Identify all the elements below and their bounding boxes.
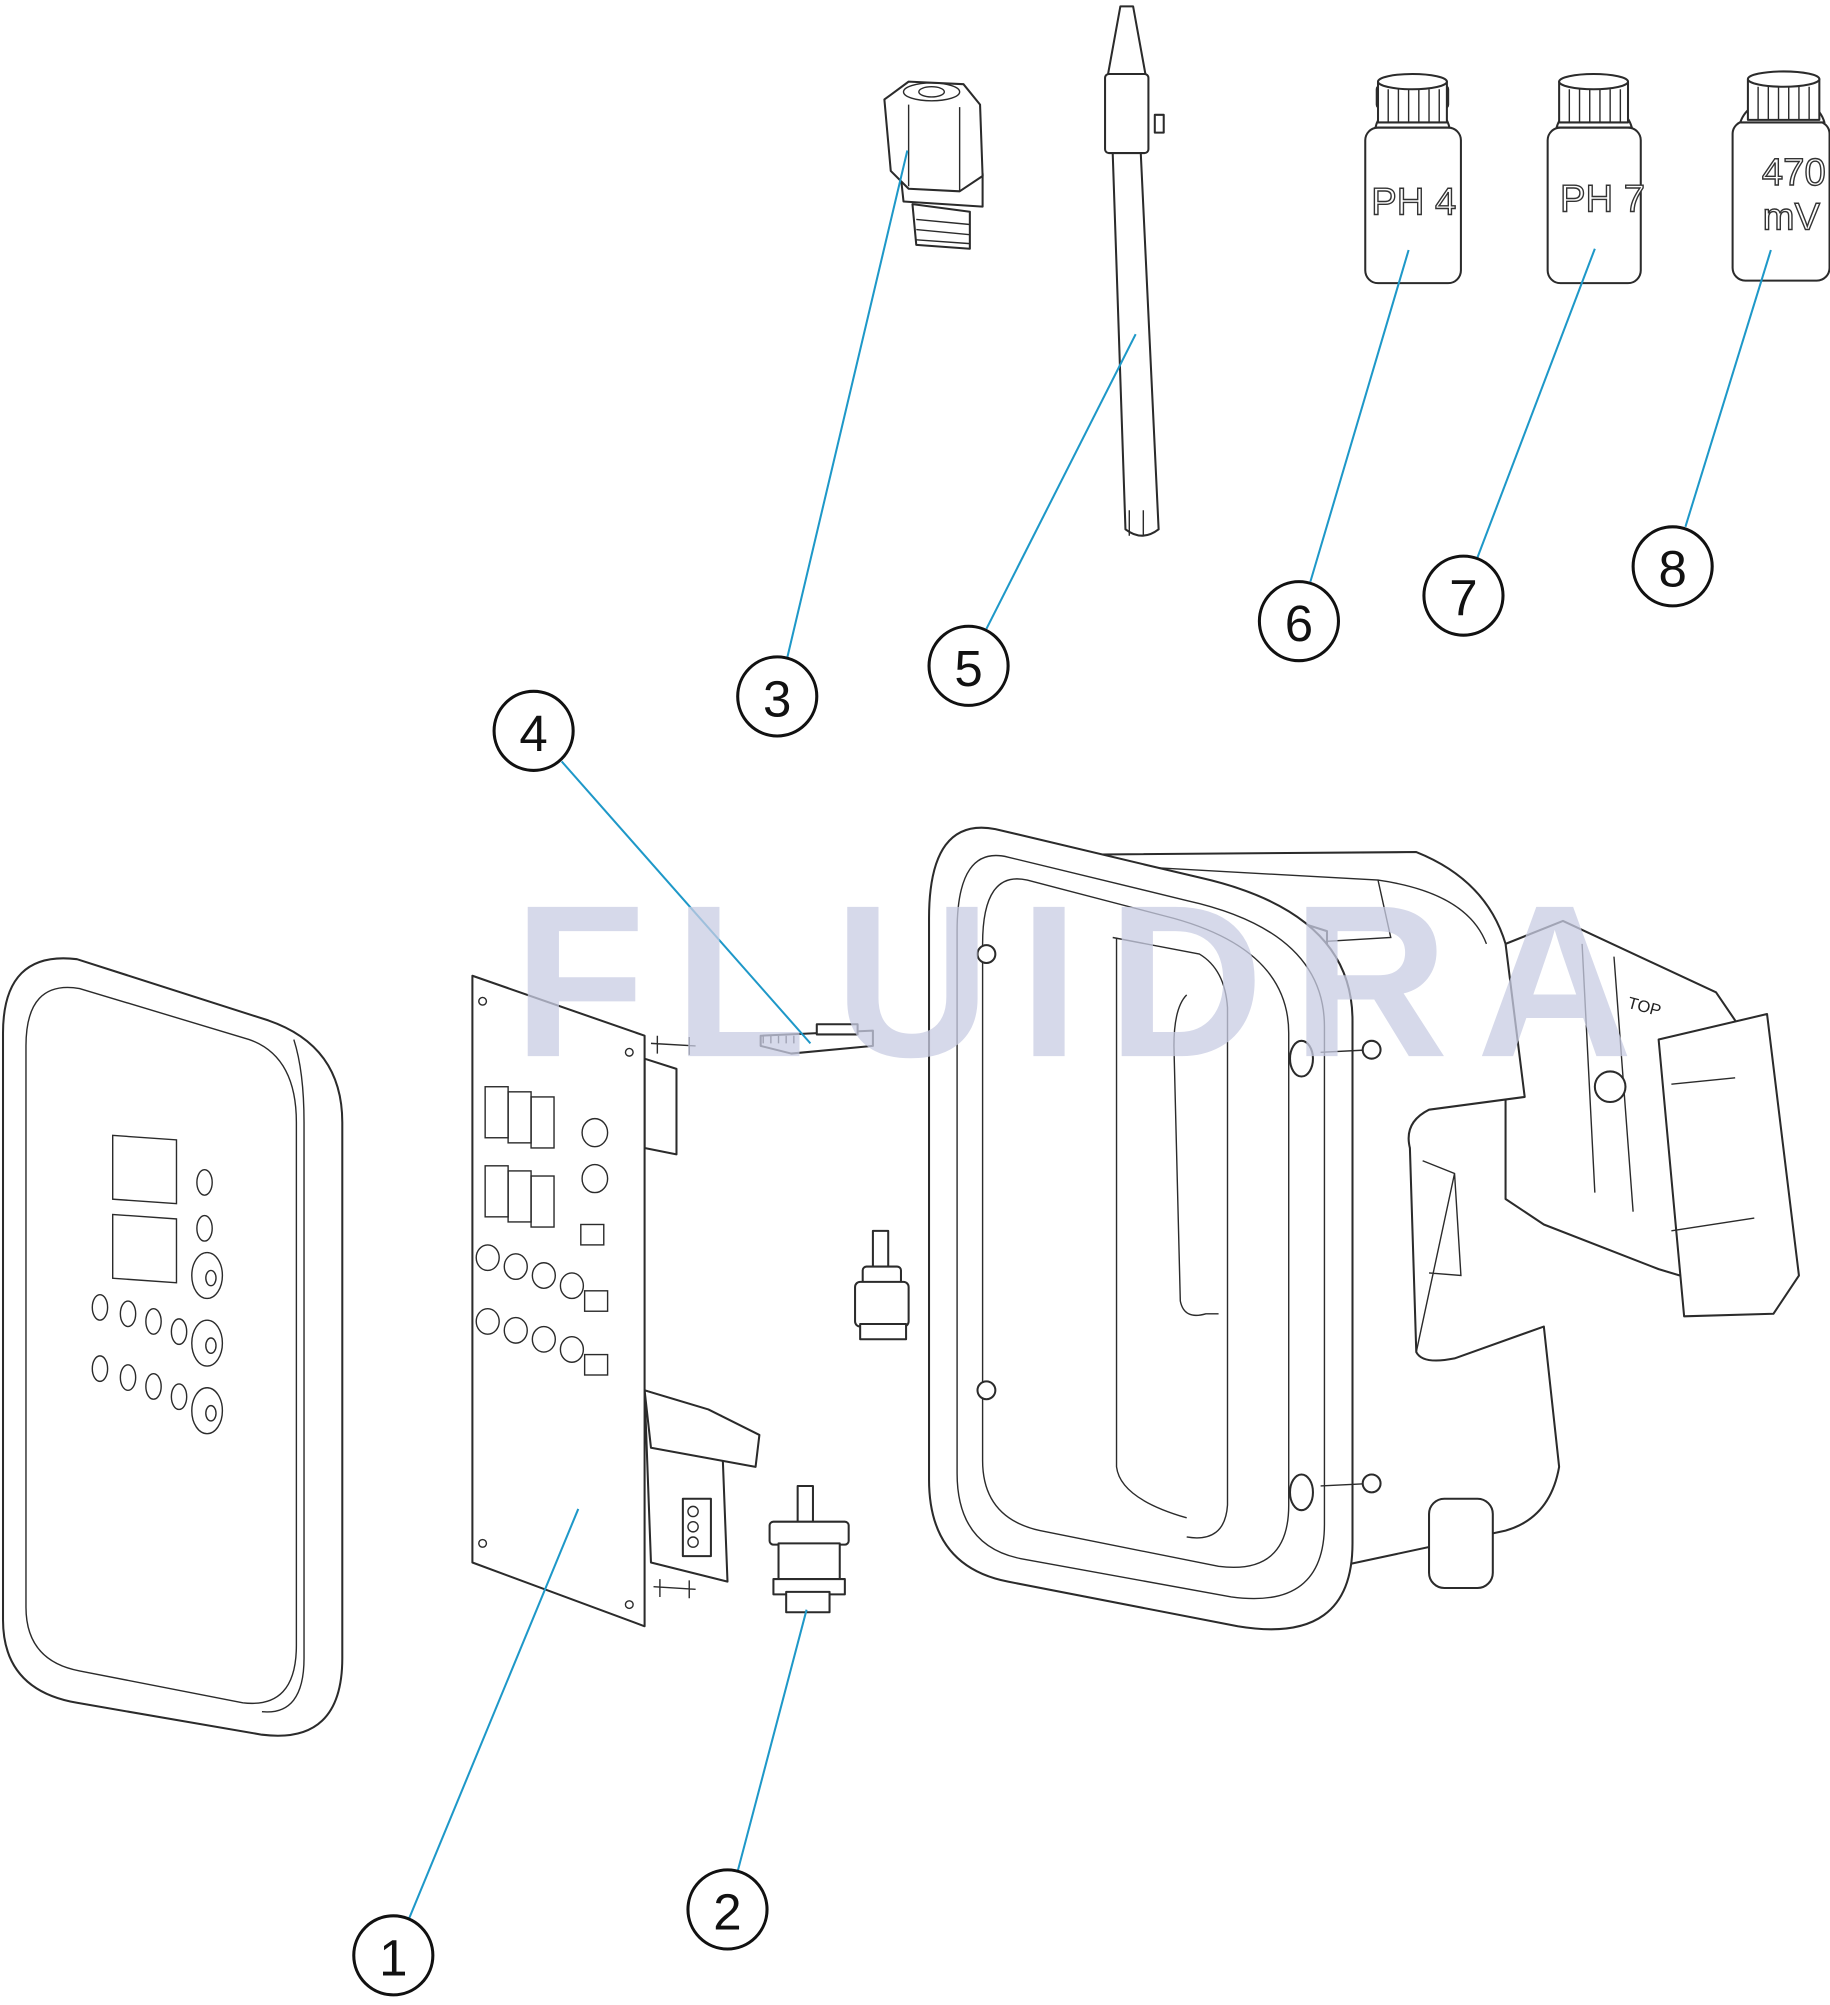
callout-8: 8 — [1631, 525, 1714, 608]
svg-text:1: 1 — [379, 1929, 407, 1986]
svg-text:2: 2 — [713, 1883, 741, 1940]
bottle-label-mv-unit: mV — [1763, 196, 1821, 239]
svg-text:7: 7 — [1449, 570, 1477, 627]
svg-text:8: 8 — [1658, 540, 1686, 597]
callout-2: 2 — [686, 1868, 769, 1951]
buffer-bottle-ph4: PH 4 — [1364, 72, 1462, 285]
bottle-label-ph7: PH 7 — [1560, 178, 1645, 221]
leader-lines — [407, 150, 1772, 1921]
pcb-board — [471, 974, 761, 1628]
fluidra-watermark: FLUIDRA — [513, 860, 1661, 1102]
svg-text:5: 5 — [954, 640, 982, 697]
callout-3: 3 — [736, 655, 819, 738]
callout-6: 6 — [1257, 580, 1340, 663]
callout-1: 1 — [352, 1914, 435, 1997]
controller-enclosure: TOP — [928, 826, 1800, 1631]
probe-fitting — [883, 80, 984, 250]
svg-text:3: 3 — [763, 670, 791, 727]
bottle-label-ph4: PH 4 — [1371, 180, 1456, 223]
small-circuit-board — [759, 1023, 874, 1055]
buffer-bottle-ph7: PH 7 — [1546, 72, 1646, 285]
svg-text:6: 6 — [1285, 595, 1313, 652]
front-cover — [1, 957, 344, 1737]
ph-probe — [1104, 5, 1165, 537]
buffer-bottle-470mv: 470 mV — [1731, 70, 1830, 282]
callout-5: 5 — [927, 624, 1010, 707]
svg-text:4: 4 — [519, 705, 547, 762]
probe-connector-cable — [768, 1119, 910, 1614]
callout-7: 7 — [1422, 554, 1505, 637]
bottle-label-mv-value: 470 — [1762, 151, 1826, 194]
callout-4: 4 — [492, 689, 575, 772]
